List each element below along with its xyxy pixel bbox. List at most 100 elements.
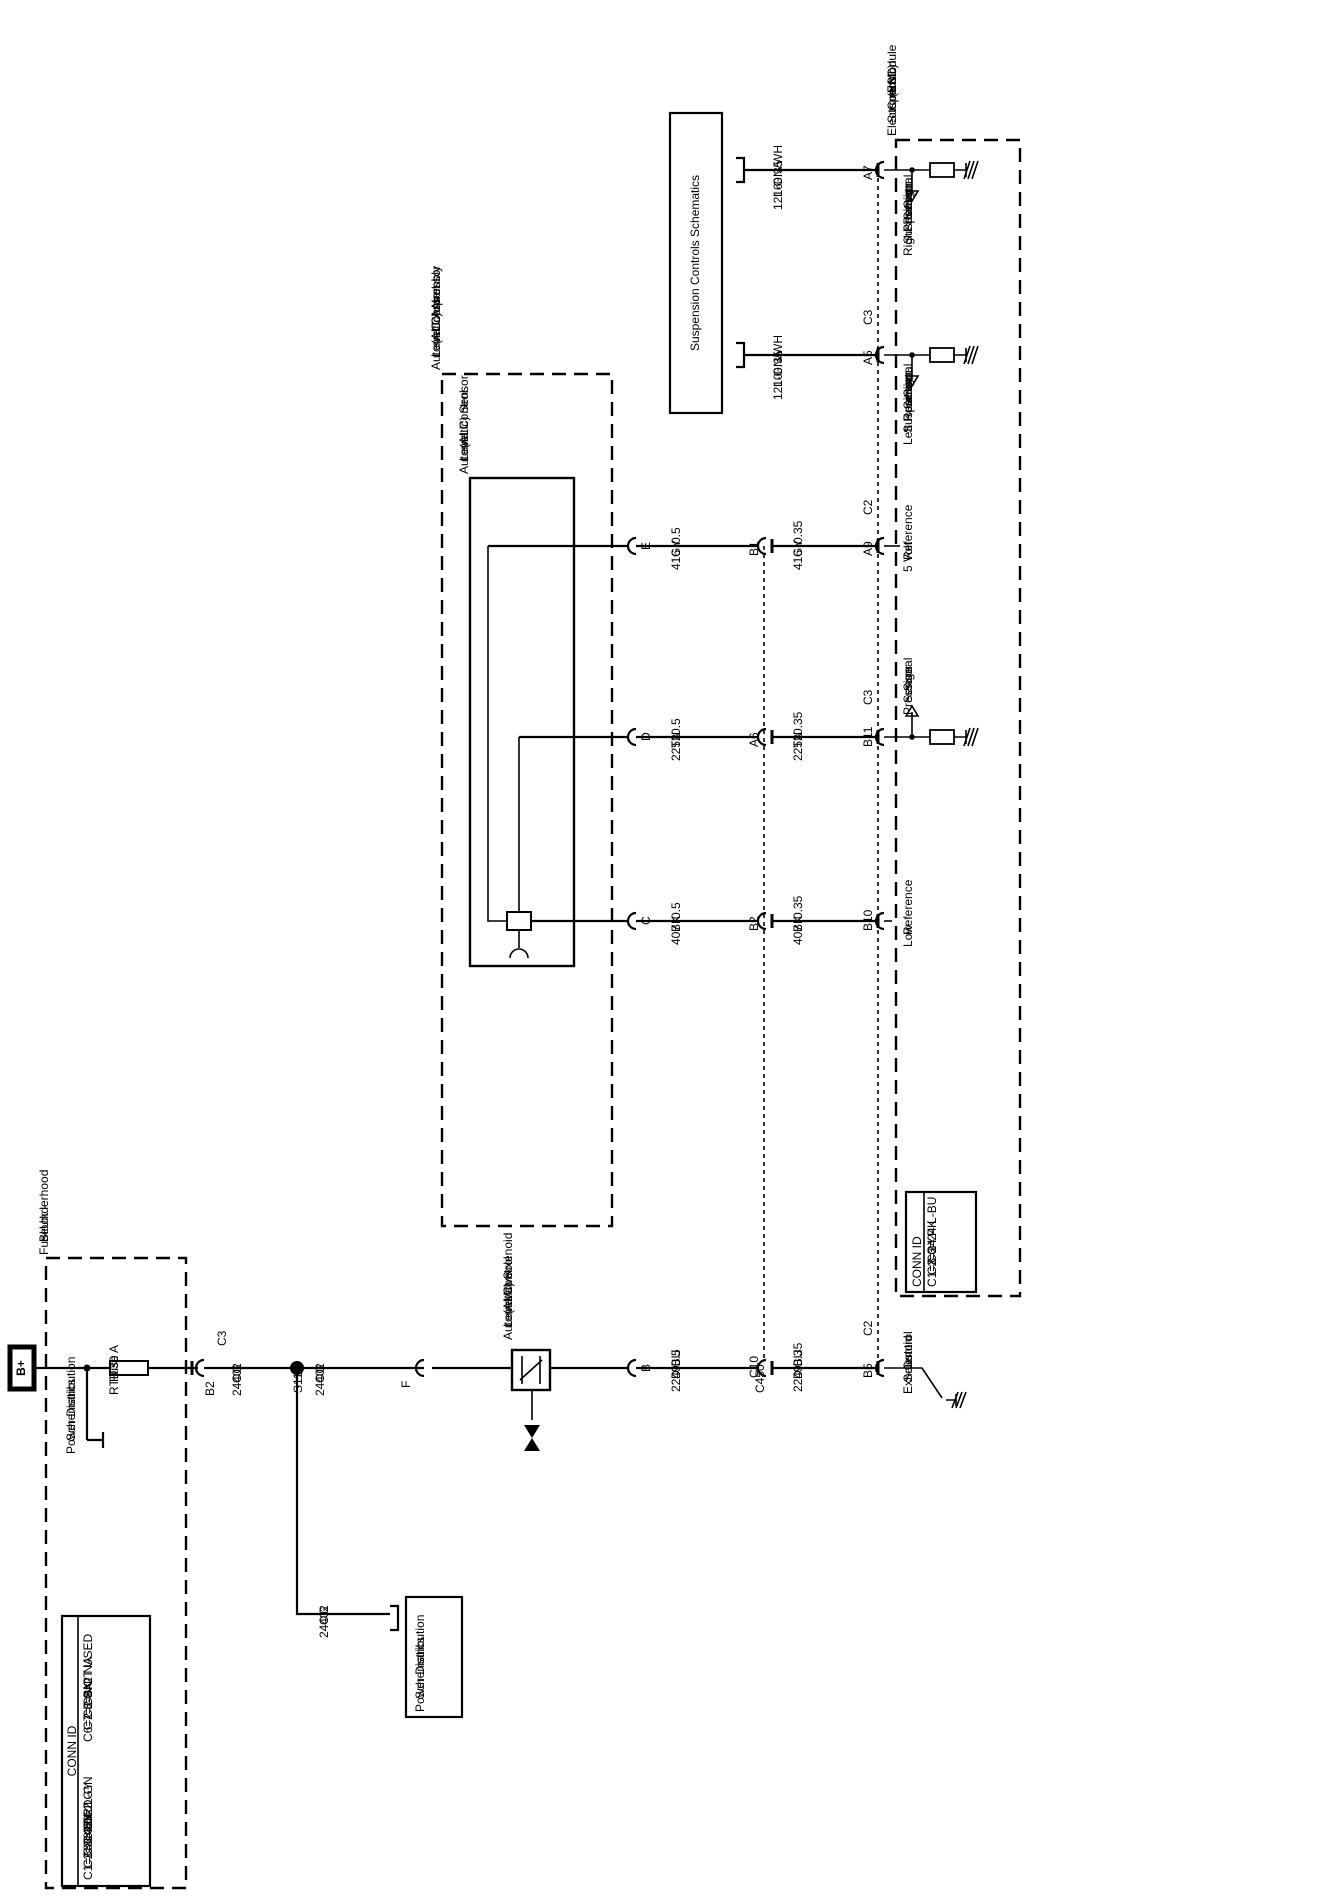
battery-box	[7, 1344, 37, 1392]
esc-connector-label: C3	[861, 309, 875, 325]
esc-circuit-label: 5 VoltReference	[901, 504, 915, 572]
wire-1210-run	[736, 341, 876, 369]
valve-arrow-icon	[524, 1425, 540, 1451]
feed-wire-2-label: 2440OG2	[313, 1363, 327, 1396]
esc-pin-socket	[874, 160, 885, 180]
c450-pin-socket	[756, 1358, 767, 1378]
esc-pin-label: A7	[861, 165, 875, 180]
harness-upper-wire-label: 416GY0.5	[669, 527, 683, 570]
left-rear-resistor	[929, 347, 955, 363]
pressure-pullup-resistor	[929, 729, 955, 745]
suspension-controls-label: Suspension Controls Schematics	[688, 175, 702, 351]
left-rear-ground-icon	[954, 345, 979, 365]
compressor-pin-socket	[626, 727, 637, 747]
esc-module-title: ElectronicSuspensionControl(ESC)Module	[885, 44, 899, 136]
esc-circuit-label: PressureSensorSignal	[901, 658, 915, 715]
fuse-block-conn-id-title: CONN ID	[65, 1725, 79, 1776]
left-rear-signal-arrow	[884, 354, 930, 388]
harness-upper-wire-label: 2249D-BU0.5	[669, 1349, 683, 1392]
c450-pin-label: B2	[747, 916, 761, 931]
esc-circuit-label: LowReference	[901, 879, 915, 947]
c450-pin-socket	[756, 727, 767, 747]
compressor-assembly-title: AutomaticLevel Control(ALC) AirCompresso…	[429, 266, 443, 370]
suspension-controls-box	[668, 111, 724, 415]
b2-pin-female	[194, 1358, 205, 1378]
compressor-assembly-outline	[440, 372, 614, 1228]
fuse-block-title: FuseBlock -Underhood	[37, 1170, 51, 1255]
harness-lower-wire-label: 407BK0.35	[791, 895, 805, 945]
harness-lower-wire-label: 2249D-BU0.35	[791, 1342, 805, 1392]
alc-sensor-title: AutomaticLevel Control(ALC) Sensor	[457, 375, 471, 474]
power-distribution-box-label: Power DistributionSchematics	[413, 1615, 427, 1712]
harness-lower-wire-label: 1216L-GN/WH0.35	[771, 145, 785, 210]
pressure-junction-dot	[909, 734, 915, 740]
fuse-block-conn-id-column-1: C1=68 L-GYC2=68 BKC3=32 RDC4=32 L-GNC5=2…	[81, 1776, 95, 1880]
c450-pin-label: B1	[747, 541, 761, 556]
esc-circuit-label: Right RearSuspensionPositionSensorSignal	[901, 175, 915, 256]
esc-connector-label: C2	[861, 1320, 875, 1336]
pin-f-female	[414, 1358, 425, 1378]
esc-module-outline	[894, 138, 1022, 1298]
branch-wire-2440	[295, 1368, 390, 1616]
exhaust-switch-icon	[884, 1367, 957, 1406]
esc-conn-id-title: CONN ID	[910, 1236, 924, 1287]
esc-pin-socket	[874, 911, 885, 931]
fuse-block-conn-id-column-2: C6=2 L-GNC7=2 BKC8=NOT USEDC9=2 NA	[81, 1634, 95, 1742]
harness-upper-wire-label: 407BK0.5	[669, 902, 683, 945]
rtd-fuse-icon	[109, 1360, 149, 1376]
right-rear-ground-icon	[954, 160, 979, 180]
alc-sensor-element	[506, 911, 532, 931]
compressor-pin-socket	[626, 911, 637, 931]
esc-circuit-labels: ExhaustSolenoidControl LowReference Pressu…	[901, 175, 915, 1394]
c450-pin-label: C10	[747, 1356, 761, 1378]
rtd-fuse-label: RTDFuse30 A	[107, 1345, 121, 1395]
battery-label: B+	[14, 1360, 28, 1376]
pin-b2-label: B2	[203, 1381, 217, 1396]
esc-conn-id-box	[904, 1190, 978, 1294]
esc-connector-label: C3	[861, 689, 875, 705]
harness-lower-wire-label: 2252TN0.35	[791, 711, 805, 761]
esc-circuit-label: ExhaustSolenoidControl	[901, 1331, 915, 1394]
right-rear-signal-arrow	[884, 169, 930, 203]
alc-sensor-box	[468, 476, 576, 968]
esc-pin-socket	[874, 1358, 885, 1378]
harness-lower-wire-label: 416GY0.35	[791, 520, 805, 570]
sensor-ground-icon	[509, 930, 529, 959]
esc-circuit-label: Left RearSuspensionPositionSensorSignal	[901, 364, 915, 445]
c450-label: C450	[753, 1364, 767, 1393]
c450-pin-socket	[756, 536, 767, 556]
esc-pin-socket	[874, 727, 885, 747]
esc-pin-label: A9	[861, 541, 875, 556]
pressure-signal-arrow	[884, 704, 930, 738]
esc-pin-label: B5	[861, 1363, 875, 1378]
connector-c3-label: C3	[215, 1330, 229, 1346]
wire-1216-run	[736, 156, 876, 184]
harness-lower-wire-label: 1210L-GN/WH0.35	[771, 335, 785, 400]
esc-connector-label: C2	[861, 499, 875, 515]
c450-pin-label: A6	[747, 732, 761, 747]
solenoid-coil-icon	[519, 1356, 543, 1384]
left-rear-junction-dot	[909, 352, 915, 358]
esc-pin-socket	[874, 345, 885, 365]
fuse-block-outline	[44, 1256, 188, 1890]
power-distribution-box	[404, 1595, 464, 1719]
right-rear-junction-dot	[909, 167, 915, 173]
harness-upper-wire-label: 2252TN0.5	[669, 718, 683, 761]
sensor-5v-internal-wire	[487, 546, 507, 922]
esc-pin-label: A5	[861, 350, 875, 365]
right-rear-resistor	[929, 162, 955, 178]
solenoid-valve-title: AutomaticLevel Control(ALC) SolenoidValv…	[501, 1233, 515, 1340]
compressor-pin-socket	[626, 1358, 637, 1378]
fuse-block-power-distribution-label: Power DistributionSchematics	[64, 1357, 78, 1454]
exhaust-ground-icon	[951, 1391, 967, 1409]
fuse-block-branch-wire	[85, 1368, 105, 1448]
pin-f-label: F	[399, 1381, 413, 1388]
feed-wire-1-label: 2440OG2	[230, 1363, 244, 1396]
esc-pin-socket	[874, 536, 885, 556]
pressure-ground-icon	[954, 727, 979, 747]
c450-pin-socket	[756, 911, 767, 931]
esc-conn-id-lines: C1=8 GYC2=24 PKC3=24 L-BU	[925, 1197, 939, 1287]
branch-terminal-bracket	[390, 1604, 400, 1632]
